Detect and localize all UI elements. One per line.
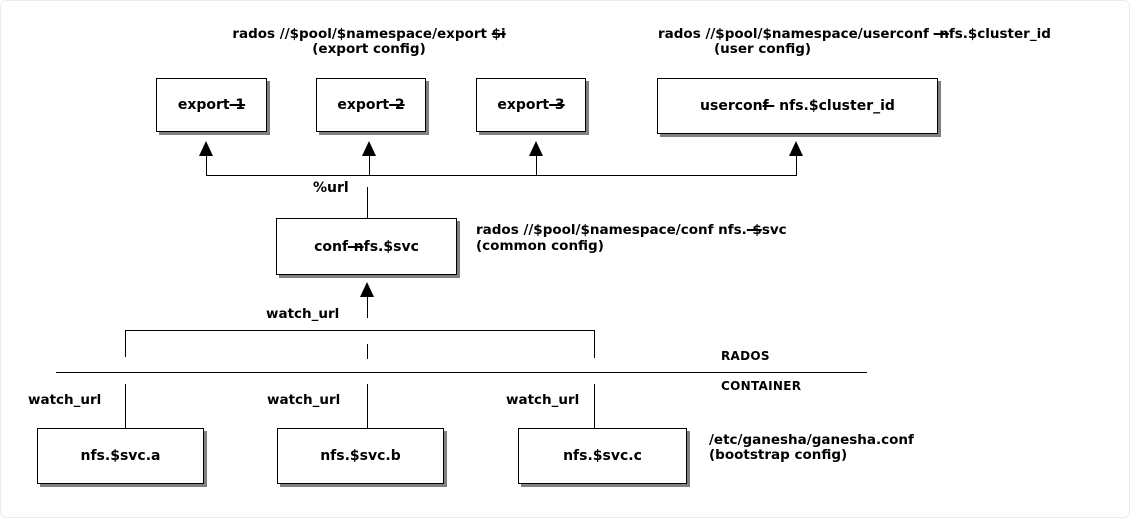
caption-text: rados //$pool/$namespace/userconf	[658, 26, 934, 42]
box-strike-text: -1	[229, 97, 246, 113]
arrowhead-up-conf	[360, 282, 374, 297]
box-strike-text: f-	[762, 98, 775, 114]
box-strike-text: -3	[549, 97, 565, 113]
nfs-daemon-c-box: nfs.$svc.c	[518, 428, 687, 484]
watch-url-b-label: watch_url	[267, 392, 341, 408]
nfs-daemon-a-box: nfs.$svc.a	[37, 428, 204, 484]
export-3-box: export-3	[476, 78, 586, 132]
box-text: fs.$svc	[363, 238, 419, 255]
upper-bracket-line	[206, 175, 797, 176]
box-text: export	[497, 97, 550, 113]
lower-bracket-line	[125, 330, 595, 331]
export-2-box: export-2	[316, 78, 426, 132]
arrow-line-export-1	[206, 156, 207, 176]
box-label: nfs.$svc.b	[320, 448, 401, 464]
box-text: nfs.$cluster_id	[774, 98, 895, 114]
caption-text: rados //$pool/$namespace/export	[232, 26, 492, 42]
url-spine-line	[367, 187, 368, 218]
caption-bootstrap-config-line2: (bootstrap config)	[709, 447, 848, 463]
userconf-box: userconf- nfs.$cluster_id	[657, 78, 938, 134]
nfs-daemon-b-box: nfs.$svc.b	[277, 428, 444, 484]
conf-box: conf-nfs.$svc	[276, 218, 457, 275]
arrow-line-userconf	[796, 156, 797, 176]
caption-strike-text: -n	[933, 26, 949, 42]
caption-text: fs.$cluster_id	[948, 26, 1051, 42]
box-label: export-2	[337, 97, 404, 113]
caption-text: rados //$pool/$namespace/conf nfs.	[476, 222, 747, 238]
rados-label: RADOS	[721, 349, 770, 363]
lower-bracket-left-drop	[125, 330, 126, 357]
arrowhead-up-userconf	[789, 141, 803, 156]
caption-user-config-line2: (user config)	[714, 41, 812, 57]
arrow-line-export-2	[369, 156, 370, 176]
caption-export-config-line1: rados //$pool/$namespace/export $i	[232, 26, 506, 43]
arrowhead-up-export-1	[199, 141, 213, 156]
box-label: export-1	[178, 97, 245, 113]
drop-line-daemon-c	[594, 384, 595, 428]
box-text: export	[177, 97, 230, 113]
export-1-box: export-1	[156, 78, 267, 132]
box-label: conf-nfs.$svc	[314, 239, 419, 255]
watch-url-top-label: watch_url	[266, 306, 340, 322]
caption-bootstrap-config-line1: /etc/ganesha/ganesha.conf	[709, 432, 914, 448]
arrowhead-up-export-2	[362, 141, 376, 156]
url-edge-label: %url	[313, 180, 349, 196]
drop-line-daemon-b	[367, 384, 368, 428]
caption-common-config-line2: (common config)	[476, 238, 604, 254]
box-label: userconf- nfs.$cluster_id	[700, 98, 895, 114]
box-text: conf	[314, 238, 348, 255]
caption-user-config-line1: rados //$pool/$namespace/userconf -nfs.$…	[658, 26, 1051, 43]
box-strike-text: -n	[347, 238, 364, 255]
caption-common-config-line1: rados //$pool/$namespace/conf nfs.-$svc	[476, 222, 787, 239]
caption-strike-text: -$	[746, 222, 762, 238]
container-label: CONTAINER	[721, 379, 802, 393]
caption-export-config-line2: (export config)	[312, 41, 426, 57]
arrowhead-up-export-3	[529, 141, 543, 156]
lower-bracket-right-drop	[594, 330, 595, 358]
box-text: usercon	[700, 98, 763, 114]
caption-text: svc	[761, 222, 787, 238]
rados-container-boundary-line	[56, 372, 867, 373]
watch-url-a-label: watch_url	[28, 392, 102, 408]
caption-strike-text: $i	[491, 26, 506, 42]
lower-bracket-center-dash	[367, 344, 368, 359]
watch-url-c-label: watch_url	[506, 392, 580, 408]
box-strike-text: -2	[389, 97, 405, 113]
drop-line-daemon-a	[125, 384, 126, 428]
box-label: export-3	[497, 97, 564, 113]
arrow-line-export-3	[536, 156, 537, 176]
box-label: nfs.$svc.a	[80, 448, 161, 464]
box-text: export	[337, 97, 390, 113]
box-label: nfs.$svc.c	[563, 448, 642, 464]
arrow-line-conf	[367, 297, 368, 318]
